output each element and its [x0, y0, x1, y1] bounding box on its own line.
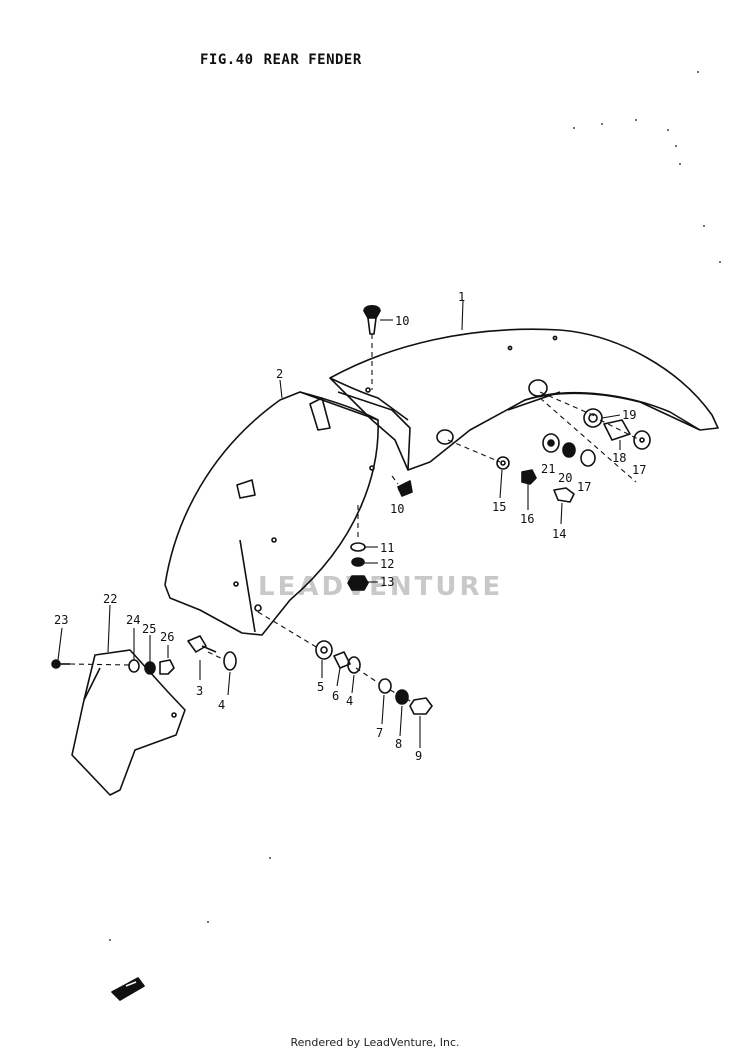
callout-23: 23: [54, 613, 68, 627]
nut-9: [409, 697, 433, 715]
callout-15: 15: [492, 500, 506, 514]
callout-4a: 4: [218, 698, 225, 712]
figure-number: FIG.40: [200, 52, 254, 68]
callout-13: 13: [380, 575, 394, 589]
washer-11: [350, 542, 366, 552]
callout-11: 11: [380, 541, 394, 555]
callout-21: 21: [541, 462, 555, 476]
bolt-10-top: [363, 304, 381, 335]
watermark: LEADVENTURE: [258, 572, 504, 602]
callout-17b: 17: [577, 480, 591, 494]
mud-flap: [71, 649, 186, 796]
callout-25: 25: [142, 622, 156, 636]
washer-17a: [633, 430, 651, 450]
washer-25: [144, 661, 156, 675]
washer-4a: [223, 651, 237, 671]
bolt-3: [187, 635, 217, 653]
callout-10-top: 10: [395, 314, 409, 328]
footer-credit: Rendered by LeadVenture, Inc.: [290, 1036, 460, 1049]
collar-6: [333, 651, 351, 669]
callout-3: 3: [196, 684, 203, 698]
callout-18: 18: [612, 451, 626, 465]
figure-title: FIG.40 REAR FENDER: [200, 52, 372, 68]
washer-15: [496, 456, 510, 470]
callout-8: 8: [395, 737, 402, 751]
callout-24: 24: [126, 613, 140, 627]
washer-12: [351, 557, 365, 567]
callout-labels: 1 2 3 4 4 5 6 7 8 9 10 10 11 12 13 14 15…: [54, 290, 646, 763]
callout-7: 7: [376, 726, 383, 740]
washer-17b: [580, 449, 596, 467]
callout-17a: 17: [632, 463, 646, 477]
inner-fender: [164, 391, 379, 636]
nut-16: [521, 469, 537, 485]
washer-24: [128, 659, 140, 673]
nut-13: [347, 575, 369, 591]
grommet-5: [315, 640, 333, 660]
bolt-14: [553, 487, 575, 503]
callout-4b: 4: [346, 694, 353, 708]
washer-7: [378, 678, 392, 694]
callout-2: 2: [276, 367, 283, 381]
callout-9: 9: [415, 749, 422, 763]
callout-26: 26: [160, 630, 174, 644]
figure-name: REAR FENDER: [263, 52, 362, 68]
collar-18: [603, 419, 631, 441]
callout-14: 14: [552, 527, 566, 541]
arrow-icon: [111, 977, 145, 1001]
screw-23: [51, 659, 70, 669]
callout-20: 20: [558, 471, 572, 485]
callout-10-side: 10: [390, 502, 404, 516]
grommet-21: [542, 433, 560, 453]
callout-5: 5: [317, 680, 324, 694]
callout-6: 6: [332, 689, 339, 703]
nut-26: [159, 659, 175, 675]
rear-fender-main: [329, 328, 719, 471]
callout-1: 1: [458, 290, 465, 304]
grommet-19: [583, 408, 603, 428]
callout-16: 16: [520, 512, 534, 526]
washer-20: [562, 442, 576, 458]
washer-4b: [347, 656, 361, 674]
callout-12: 12: [380, 557, 394, 571]
callout-19: 19: [622, 408, 636, 422]
callout-22: 22: [103, 592, 117, 606]
assembly-lines: [69, 334, 641, 703]
leader-lines: [57, 299, 621, 748]
